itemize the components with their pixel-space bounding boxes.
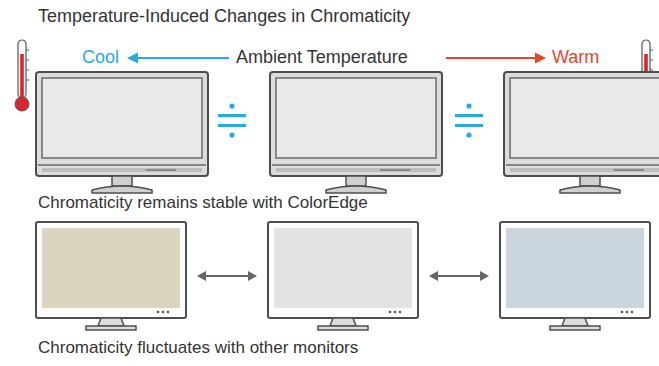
row-caption: Chromaticity fluctuates with other monit… <box>38 338 358 358</box>
screen-warm <box>42 228 180 308</box>
cool-arrow <box>127 53 229 64</box>
screen-neutral <box>274 228 412 308</box>
axis-label: Ambient Temperature <box>236 47 408 68</box>
warm-label: Warm <box>552 47 599 68</box>
cool-label: Cool <box>82 47 119 68</box>
row-caption: Chromaticity remains stable with ColorEd… <box>38 193 368 213</box>
diagram-title: Temperature-Induced Changes in Chromatic… <box>38 6 410 27</box>
screen-cool <box>506 228 644 308</box>
warm-arrow <box>446 53 546 64</box>
